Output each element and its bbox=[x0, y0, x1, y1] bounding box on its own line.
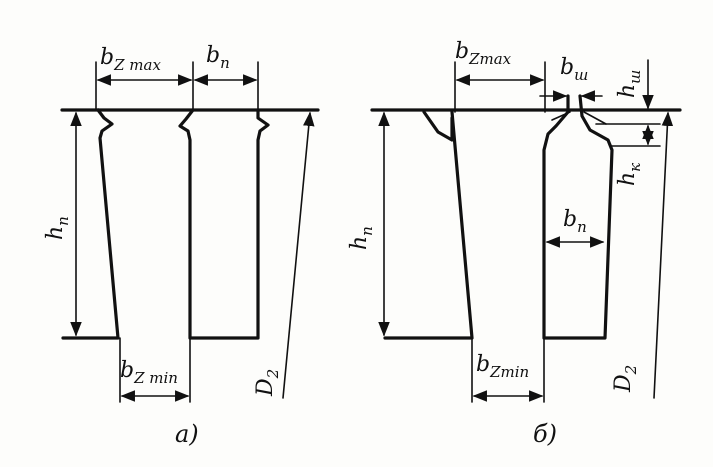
slot-contour-a bbox=[178, 108, 270, 340]
label-bzmin-a: bZ min bbox=[120, 358, 178, 387]
panel-a-drawing bbox=[60, 61, 320, 403]
label-bzmax-b: bZmax bbox=[455, 39, 512, 68]
tooth-corner-b bbox=[422, 110, 454, 142]
wedge-lines-b bbox=[551, 111, 607, 125]
panel-b-drawing bbox=[370, 59, 682, 403]
label-bp-a: bп bbox=[206, 43, 230, 72]
label-hsh-b: hш bbox=[615, 70, 644, 98]
label-bsh-b: bш bbox=[560, 55, 588, 84]
slot-contour-b bbox=[542, 94, 614, 340]
tooth-left-contour-a bbox=[61, 108, 120, 340]
label-hp-b: hп bbox=[347, 226, 376, 250]
label-hk-b: hк bbox=[615, 163, 644, 186]
dim-d2-b bbox=[653, 111, 674, 399]
label-hp-a: hп bbox=[43, 216, 72, 240]
caption-a: а) bbox=[175, 420, 199, 448]
label-bzmax-a: bZ max bbox=[100, 45, 161, 74]
label-bp-b: bп bbox=[563, 207, 587, 236]
label-d2-a: D2 bbox=[253, 369, 282, 397]
dim-d2-a bbox=[282, 111, 315, 399]
caption-b: б) bbox=[533, 420, 557, 448]
tooth-left-contour-b bbox=[383, 110, 474, 340]
label-bzmin-b: bZmin bbox=[476, 352, 529, 381]
label-d2-b: D2 bbox=[611, 365, 640, 393]
